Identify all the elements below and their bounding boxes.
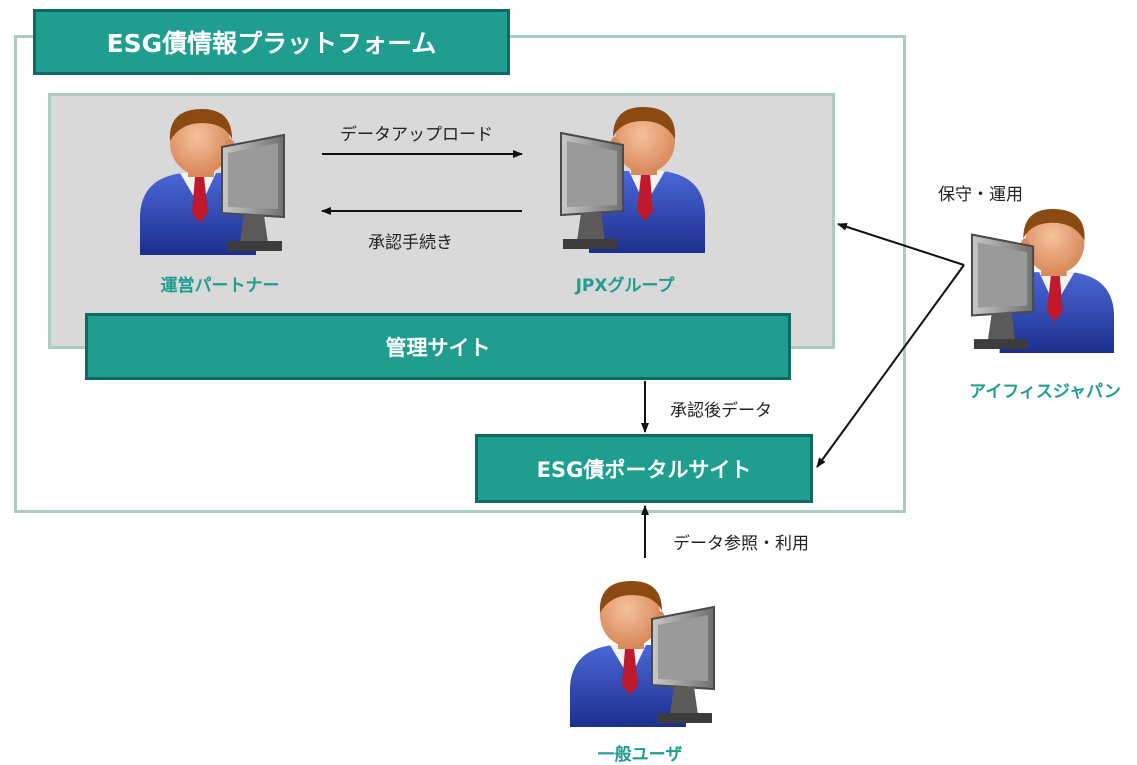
data-upload-label: データアップロード <box>340 125 493 145</box>
platform-title-text: ESG債情報プラットフォーム <box>106 29 437 58</box>
maintenance-label: 保守・運用 <box>938 185 1023 205</box>
portal-site-label: ESG債ポータルサイト <box>536 457 752 482</box>
approval-procedure-label: 承認手続き <box>368 233 453 253</box>
jpx-group-label: JPXグループ <box>575 276 675 296</box>
maintenance-arrow-portal <box>816 264 965 468</box>
operating-partner-label: 運営パートナー <box>160 276 280 296</box>
maintenance-arrow-internal <box>837 222 965 266</box>
admin-site-box: 管理サイト <box>85 313 791 380</box>
approved-data-label: 承認後データ <box>670 401 772 421</box>
general-user-label: 一般ユーザ <box>597 745 683 765</box>
platform-title: ESG債情報プラットフォーム <box>33 9 510 75</box>
admin-site-label: 管理サイト <box>385 335 491 360</box>
ifis-japan-label: アイフィスジャパン <box>969 382 1121 402</box>
portal-site-box: ESG債ポータルサイト <box>475 434 813 503</box>
data-reference-label: データ参照・利用 <box>673 534 809 554</box>
